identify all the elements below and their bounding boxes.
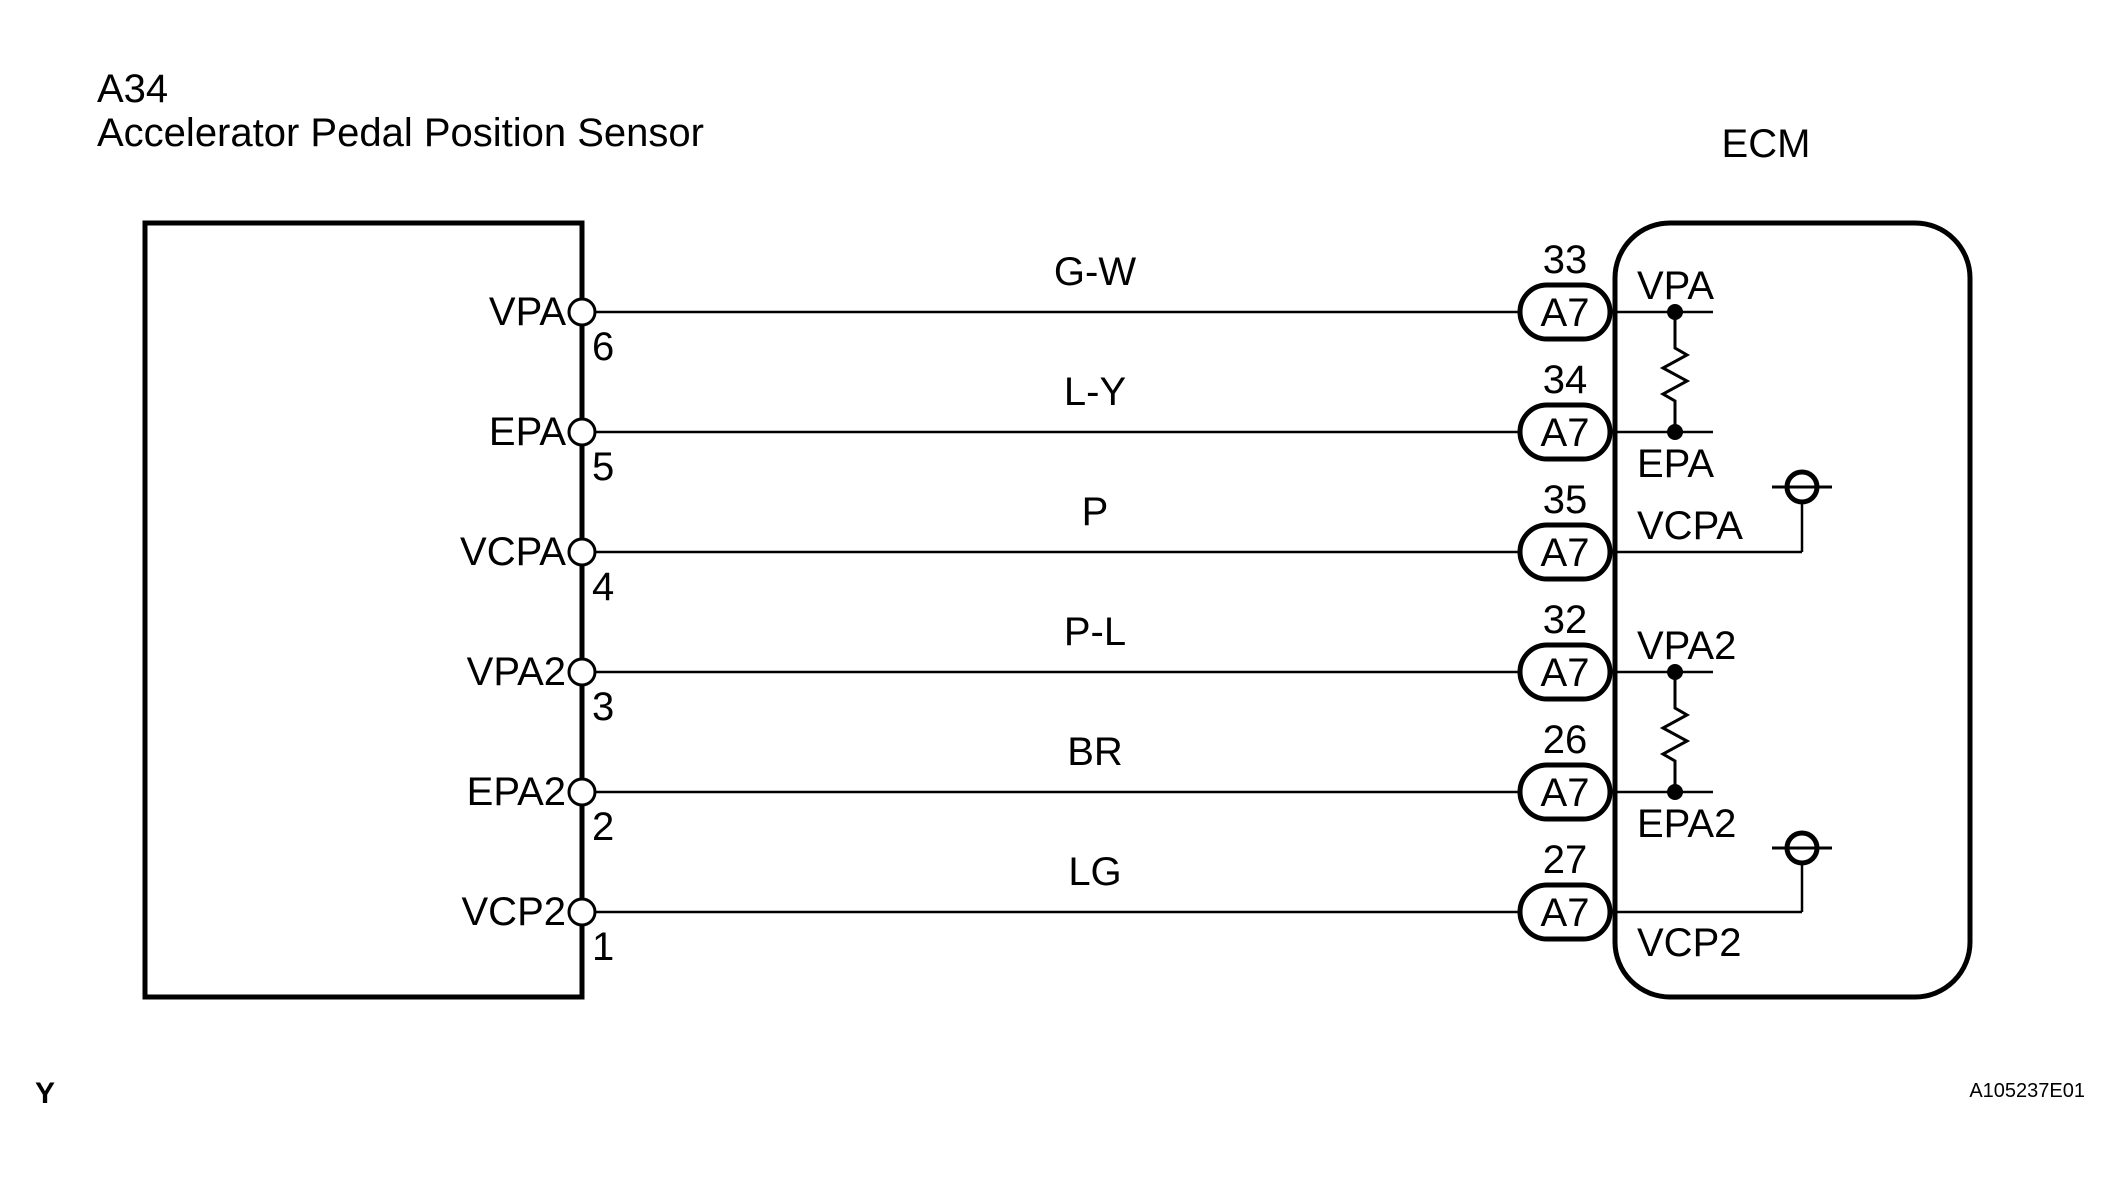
shield-ground-icon [1772, 830, 1832, 912]
connector-code-label: A7 [1541, 531, 1590, 575]
sensor-pin-terminal-icon [567, 777, 597, 807]
junction-dot-icon [1667, 784, 1683, 800]
sensor-pin-terminal-icon [567, 537, 597, 567]
ecm-signal-label: EPA [1637, 442, 1714, 486]
drawing-number: A105237E01 [1969, 1080, 2085, 1102]
sensor-signal-label: VPA2 [467, 650, 566, 694]
connector-code-label: A7 [1541, 411, 1590, 455]
page-marker: Y [35, 1077, 55, 1110]
connector-code-label: A7 [1541, 651, 1590, 695]
ecm-pin-number: 35 [1543, 478, 1588, 522]
sensor-pin-number: 4 [592, 565, 614, 609]
sensor-signal-label: VPA [489, 290, 566, 334]
ecm-pin-number: 26 [1543, 718, 1588, 762]
ecm-pin-number: 32 [1543, 598, 1588, 642]
ecm-signal-label: VPA [1637, 264, 1714, 308]
ecm-pin-number: 33 [1543, 238, 1588, 282]
wire-row: EPA 5 L-Y 34 A7 EPA [489, 358, 1714, 489]
sensor-signal-label: EPA [489, 410, 566, 454]
wire-row: VCP2 1 LG 27 A7 VCP2 [462, 838, 1802, 969]
junction-dot-icon [1667, 424, 1683, 440]
connector-code-label: A7 [1541, 891, 1590, 935]
sensor-pin-terminal-icon [567, 657, 597, 687]
connector-oval [1517, 762, 1613, 822]
ecm-pin-number: 27 [1543, 838, 1588, 882]
component-name: Accelerator Pedal Position Sensor [97, 111, 704, 155]
connector-oval [1517, 282, 1613, 342]
connector-code-label: A7 [1541, 771, 1590, 815]
wire-row: VCPA 4 P 35 A7 VCPA [460, 478, 1802, 609]
sensor-signal-label: VCPA [460, 530, 566, 574]
junction-dot-icon [1667, 304, 1683, 320]
sensor-signal-label: VCP2 [462, 890, 567, 934]
ecm-signal-label: VPA2 [1637, 624, 1736, 668]
wire-row: VPA2 3 P-L 32 A7 VPA2 [467, 598, 1737, 729]
sensor-pin-number: 5 [592, 445, 614, 489]
sensor-box [142, 220, 585, 1000]
connector-oval [1517, 882, 1613, 942]
wire-color-label: P-L [1064, 610, 1126, 654]
wire-row: VPA 6 G-W 33 A7 VPA [489, 238, 1714, 369]
sensor-pin-number: 6 [592, 325, 614, 369]
resistor-zigzag [1659, 672, 1691, 792]
junction-dot-icon [1667, 664, 1683, 680]
component-code: A34 [97, 67, 168, 111]
ecm-signal-label: EPA2 [1637, 802, 1736, 846]
wire-color-label: LG [1068, 850, 1121, 894]
connector-oval [1517, 402, 1613, 462]
sensor-pin-number: 2 [592, 805, 614, 849]
connector-code-label: A7 [1541, 291, 1590, 335]
wire-color-label: P [1082, 490, 1109, 534]
ecm-pin-number: 34 [1543, 358, 1588, 402]
connector-oval [1517, 642, 1613, 702]
shield-ground-icon [1772, 469, 1832, 552]
ecm-signal-label: VCPA [1637, 504, 1743, 548]
wire-color-label: L-Y [1064, 370, 1126, 414]
wire-color-label: BR [1067, 730, 1123, 774]
sensor-signal-label: EPA2 [467, 770, 566, 814]
connector-oval [1517, 522, 1613, 582]
resistor-zigzag [1659, 312, 1691, 432]
wire-color-label: G-W [1054, 250, 1136, 294]
sensor-pin-terminal-icon [567, 417, 597, 447]
ecm-label: ECM [1722, 122, 1811, 166]
resistor-symbol [1659, 664, 1691, 800]
ecm-signal-label: VCP2 [1637, 921, 1742, 965]
sensor-pin-terminal-icon [567, 297, 597, 327]
sensor-pin-number: 1 [592, 925, 614, 969]
ecm-box [1612, 220, 1973, 1000]
wire-row: EPA2 2 BR 26 A7 EPA2 [467, 718, 1737, 849]
sensor-pin-number: 3 [592, 685, 614, 729]
sensor-pin-terminal-icon [567, 897, 597, 927]
resistor-symbol [1659, 304, 1691, 440]
